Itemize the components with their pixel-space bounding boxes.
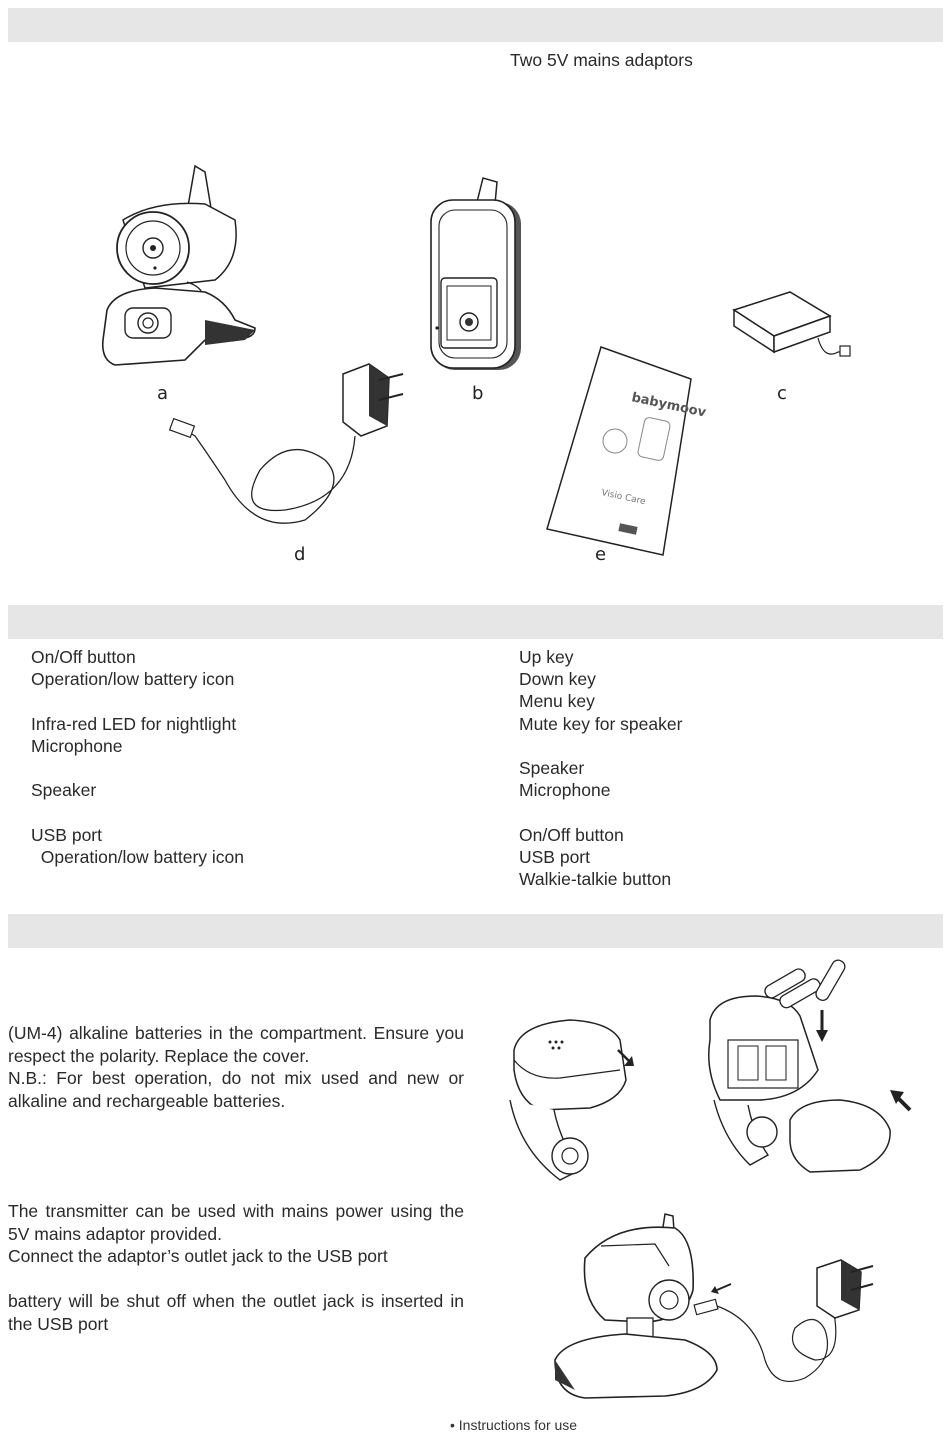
- section-header-band: [8, 8, 943, 42]
- adaptors-text: Two 5V mains adaptors: [510, 50, 693, 70]
- list-item: USB port: [31, 824, 102, 845]
- list-item: Speaker: [31, 780, 97, 801]
- section-header-band: [8, 605, 943, 639]
- battery-instructions: (UM-4) alkaline batteries in the compart…: [8, 1022, 464, 1112]
- list-item: Walkie-talkie button: [519, 869, 672, 889]
- camera-illustration: [101, 164, 256, 366]
- battery-insertion-illustration: [509, 959, 912, 1181]
- instruction-manual-illustration: babymoov Visio Care: [546, 346, 708, 556]
- list-gap: [31, 690, 244, 712]
- list-gap: [31, 801, 244, 823]
- description-right-list: Up key Down key Menu key Mute key for sp…: [519, 646, 682, 890]
- mains-instructions: The transmitter can be used with mains p…: [8, 1200, 464, 1335]
- item-label-b: b: [472, 383, 484, 404]
- item-label-c: c: [777, 383, 787, 404]
- list-item: Microphone: [31, 735, 123, 756]
- list-item: USB port: [519, 846, 590, 867]
- mains-adaptor-illustration: [168, 363, 404, 524]
- list-item: Mute key for speaker: [519, 713, 683, 734]
- list-item: Up key: [519, 647, 574, 667]
- list-item: Down key: [519, 669, 596, 690]
- list-item: Microphone: [519, 780, 611, 801]
- mains-battery-note: battery will be shut off when the outlet…: [8, 1291, 464, 1334]
- battery-paragraph: (UM-4) alkaline batteries in the compart…: [8, 1023, 464, 1066]
- battery-pack-illustration: [732, 291, 851, 357]
- footer-text: • Instructions for use: [450, 1417, 578, 1433]
- list-item: Operation/low battery icon: [31, 846, 245, 867]
- list-item: Speaker: [519, 758, 585, 778]
- list-gap: [519, 735, 682, 757]
- item-label-e: e: [595, 544, 607, 565]
- list-item: Menu key: [519, 691, 595, 712]
- parent-unit-illustration: [430, 177, 521, 370]
- battery-note: N.B.: For best operation, do not mix use…: [8, 1068, 464, 1111]
- item-label-a: a: [157, 383, 169, 404]
- list-gap: [519, 801, 682, 823]
- list-item: Operation/low battery icon: [31, 669, 235, 690]
- mains-connection-illustration: [554, 1213, 874, 1399]
- list-item: Infra-red LED for nightlight: [31, 713, 237, 734]
- list-gap: [31, 757, 244, 779]
- section-header-band: [8, 914, 943, 948]
- mains-paragraph: The transmitter can be used with mains p…: [8, 1201, 464, 1244]
- description-left-list: On/Off button Operation/low battery icon…: [31, 646, 244, 868]
- list-item: On/Off button: [519, 824, 624, 845]
- list-item: On/Off button: [31, 647, 136, 667]
- item-label-d: d: [294, 544, 306, 565]
- mains-connect-step: Connect the adaptor’s outlet jack to the…: [8, 1246, 388, 1266]
- paragraph-gap: [8, 1268, 464, 1291]
